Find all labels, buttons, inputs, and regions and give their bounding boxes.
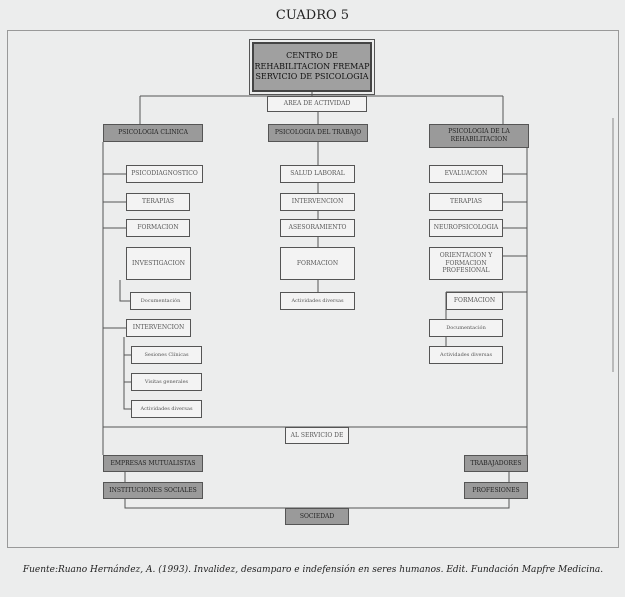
clinica-head: PSICOLOGIA CLINICA: [103, 124, 203, 142]
trabajo-head: PSICOLOGIA DEL TRABAJO: [268, 124, 368, 142]
trabajo-item: Actividades diversas: [280, 292, 355, 310]
trabajo-item: ASESORAMIENTO: [280, 219, 355, 237]
clinica-item: TERAPIAS: [126, 193, 190, 211]
target-box: INSTITUCIONES SOCIALES: [103, 482, 203, 499]
clinica-subitem: Actividades diversas: [131, 400, 202, 418]
rehabilitacion-item: NEUROPSICOLOGIA: [429, 219, 503, 237]
rehabilitacion-subitem: Actividades diversas: [429, 346, 503, 364]
trabajo-item: SALUD LABORAL: [280, 165, 355, 183]
target-box: PROFESIONES: [464, 482, 528, 499]
figure-title: CUADRO 5: [275, 8, 350, 23]
rehabilitacion-item: EVALUACION: [429, 165, 503, 183]
rehabilitacion-item: ORIENTACION Y FORMACION PROFESIONAL: [429, 247, 503, 280]
rehabilitacion-subitem: Documentación: [429, 319, 503, 337]
figure-frame: [7, 30, 619, 548]
clinica-subitem: Visitas generales: [131, 373, 202, 391]
clinica-item: PSICODIAGNOSTICO: [126, 165, 203, 183]
clinica-subitem: Sesiones Clínicas: [131, 346, 202, 364]
clinica-item: FORMACION: [126, 219, 190, 237]
clinica-item: INVESTIGACION: [126, 247, 191, 280]
rehabilitacion-head: PSICOLOGIA DE LA REHABILITACION: [429, 124, 529, 148]
target-box: EMPRESAS MUTUALISTAS: [103, 455, 203, 472]
clinica-item: INTERVENCION: [126, 319, 191, 337]
clinica-subitem: Documentación: [130, 292, 191, 310]
rehabilitacion-item: FORMACION: [446, 292, 503, 310]
rehabilitacion-item: TERAPIAS: [429, 193, 503, 211]
sociedad-box: SOCIEDAD: [285, 508, 349, 525]
center-box: CENTRO DE REHABILITACION FREMAP SERVICIO…: [249, 39, 375, 95]
al-servicio-box: AL SERVICIO DE: [285, 427, 349, 444]
target-box: TRABAJADORES: [464, 455, 528, 472]
trabajo-item: INTERVENCION: [280, 193, 355, 211]
area-actividad-box: AREA DE ACTIVIDAD: [267, 96, 367, 112]
trabajo-item: FORMACION: [280, 247, 355, 280]
source-caption: Fuente:Ruano Hernández, A. (1993). Inval…: [22, 565, 604, 575]
